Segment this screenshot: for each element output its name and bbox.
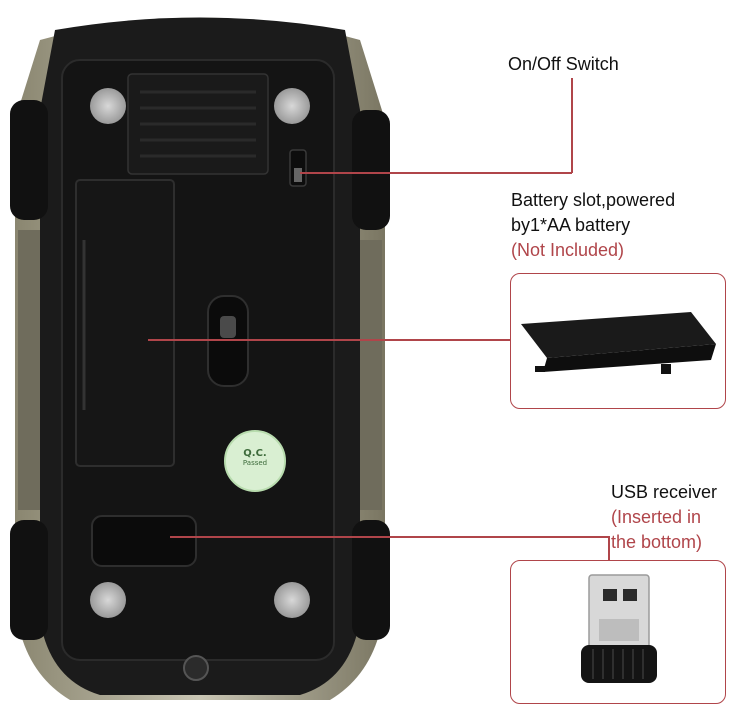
usb-storage-slot [91, 515, 197, 567]
battery-cover-image [521, 312, 716, 374]
foot-pad [274, 582, 310, 618]
switch-callout-line [300, 172, 572, 174]
foot-pad [90, 88, 126, 124]
side-trim-left [18, 230, 40, 510]
side-trim-right [360, 240, 382, 510]
mouse-bottom-view: Q.C. Passed [10, 17, 390, 700]
usb-callout-line [170, 536, 610, 538]
usb-label: USB receiver [611, 482, 718, 502]
usb-note-line2: the bottom) [611, 532, 703, 552]
foot-pad [90, 582, 126, 618]
battery-callout-line [148, 339, 511, 341]
usb-callout-vertical [608, 536, 610, 560]
optical-sensor [207, 295, 249, 387]
usb-receiver-callout [510, 560, 726, 704]
qc-sticker: Q.C. Passed [224, 430, 286, 492]
foot-pad [274, 88, 310, 124]
battery-label-line1: Battery slot,powered [511, 190, 676, 210]
mouse-illustration [10, 17, 390, 700]
qc-sticker-title: Q.C. [243, 448, 267, 459]
usb-receiver-image [581, 574, 657, 683]
rear-light [183, 655, 209, 681]
battery-cover-callout [510, 273, 726, 409]
wheel-front-left [10, 100, 48, 220]
switch-label: On/Off Switch [508, 54, 619, 74]
wheel-front-right [352, 110, 390, 230]
qc-sticker-subtitle: Passed [242, 459, 268, 467]
battery-label-line2: by1*AA battery [511, 215, 631, 235]
switch-callout-vertical [571, 78, 573, 173]
usb-note-line1: (Inserted in [611, 507, 702, 527]
wheel-rear-left [10, 520, 48, 640]
wheel-rear-right [352, 520, 390, 640]
battery-note: (Not Included) [511, 240, 625, 260]
battery-cover [75, 179, 175, 467]
